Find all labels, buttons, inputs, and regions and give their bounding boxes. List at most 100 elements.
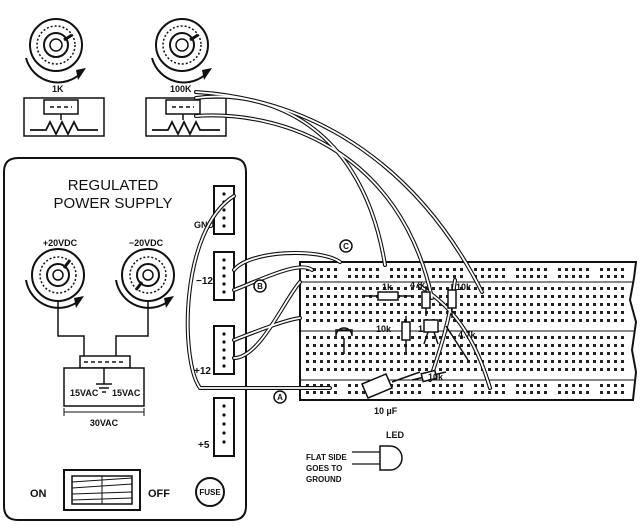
breadboard-hole [453, 368, 456, 371]
pot-1k-knob [25, 18, 86, 84]
breadboard-hole [327, 311, 330, 314]
breadboard-hole [593, 360, 596, 363]
terminal-pos5-label: +5 [198, 440, 210, 451]
breadboard-hole [348, 275, 351, 278]
breadboard-hole [320, 344, 323, 347]
breadboard-hole [551, 352, 554, 355]
breadboard-hole [565, 368, 568, 371]
breadboard-hole [369, 303, 372, 306]
breadboard-hole [593, 352, 596, 355]
terminal-pos12-label: +12 [194, 366, 211, 377]
led-on-board [335, 327, 353, 354]
breadboard-hole [481, 319, 484, 322]
breadboard-hole [600, 319, 603, 322]
breadboard-hole [495, 352, 498, 355]
knob-pos20vdc[interactable] [25, 248, 85, 309]
terminal-pos12[interactable] [213, 325, 235, 375]
pot-100k-knob [151, 18, 212, 84]
breadboard-hole [460, 319, 463, 322]
terminal-pos5[interactable] [213, 397, 235, 457]
breadboard-hole [320, 368, 323, 371]
breadboard-hole [306, 360, 309, 363]
breadboard-hole [572, 336, 575, 339]
breadboard-hole [614, 368, 617, 371]
breadboard-hole [348, 360, 351, 363]
resistor-4-7k [445, 325, 469, 361]
breadboard-hole [411, 336, 414, 339]
breadboard-hole [474, 319, 477, 322]
breadboard-hole [523, 275, 526, 278]
breadboard-hole [565, 352, 568, 355]
breadboard-hole [376, 275, 379, 278]
terminal-neg12[interactable] [213, 251, 235, 301]
breadboard-hole [600, 391, 603, 394]
breadboard-hole [411, 275, 414, 278]
breadboard-hole [446, 268, 449, 271]
breadboard-hole [355, 360, 358, 363]
breadboard-hole [432, 391, 435, 394]
breadboard-hole [516, 287, 519, 290]
breadboard-hole [474, 384, 477, 387]
breadboard-hole [320, 287, 323, 290]
breadboard-hole [327, 268, 330, 271]
pot-1k-schematic [23, 97, 105, 137]
breadboard-hole [439, 275, 442, 278]
breadboard-hole [355, 384, 358, 387]
breadboard-hole [593, 368, 596, 371]
breadboard-hole [355, 268, 358, 271]
breadboard-hole [404, 352, 407, 355]
breadboard-hole [488, 336, 491, 339]
breadboard-hole [600, 360, 603, 363]
breadboard-hole [425, 344, 428, 347]
transistor [423, 319, 439, 345]
breadboard-hole [537, 295, 540, 298]
breadboard-hole [446, 391, 449, 394]
knob-neg20vdc[interactable] [115, 248, 175, 309]
breadboard-hole [565, 268, 568, 271]
breadboard-hole [439, 319, 442, 322]
breadboard-hole [425, 368, 428, 371]
breadboard-hole [411, 360, 414, 363]
breadboard-hole [502, 311, 505, 314]
breadboard-hole [621, 391, 624, 394]
breadboard-hole [376, 319, 379, 322]
breadboard-hole [509, 352, 512, 355]
breadboard-hole [446, 384, 449, 387]
breadboard-hole [460, 384, 463, 387]
switch-on-label: ON [30, 488, 47, 500]
breadboard-hole [397, 336, 400, 339]
resistor-10k-top-label: 10k [456, 282, 472, 292]
breadboard-hole [579, 391, 582, 394]
breadboard-hole [488, 344, 491, 347]
breadboard-hole [390, 319, 393, 322]
breadboard-hole [453, 360, 456, 363]
breadboard-hole [439, 287, 442, 290]
breadboard-hole [516, 303, 519, 306]
breadboard-hole [586, 319, 589, 322]
breadboard-hole [446, 336, 449, 339]
breadboard-hole [607, 295, 610, 298]
breadboard-hole [579, 275, 582, 278]
breadboard-hole [320, 275, 323, 278]
breadboard-hole [621, 287, 624, 290]
breadboard-hole [327, 391, 330, 394]
breadboard-hole [474, 268, 477, 271]
breadboard-hole [397, 352, 400, 355]
breadboard-hole [614, 391, 617, 394]
breadboard-hole [411, 303, 414, 306]
breadboard-hole [369, 287, 372, 290]
breadboard-hole [369, 360, 372, 363]
fuse-holder[interactable] [195, 477, 225, 507]
breadboard-hole [593, 295, 596, 298]
power-switch[interactable] [63, 469, 141, 511]
breadboard-hole [551, 311, 554, 314]
breadboard-hole [551, 319, 554, 322]
wires [185, 90, 492, 390]
breadboard-hole [341, 360, 344, 363]
breadboard-hole [488, 368, 491, 371]
breadboard-hole [495, 368, 498, 371]
breadboard-hole [348, 352, 351, 355]
breadboard-hole [383, 336, 386, 339]
breadboard-hole [320, 319, 323, 322]
